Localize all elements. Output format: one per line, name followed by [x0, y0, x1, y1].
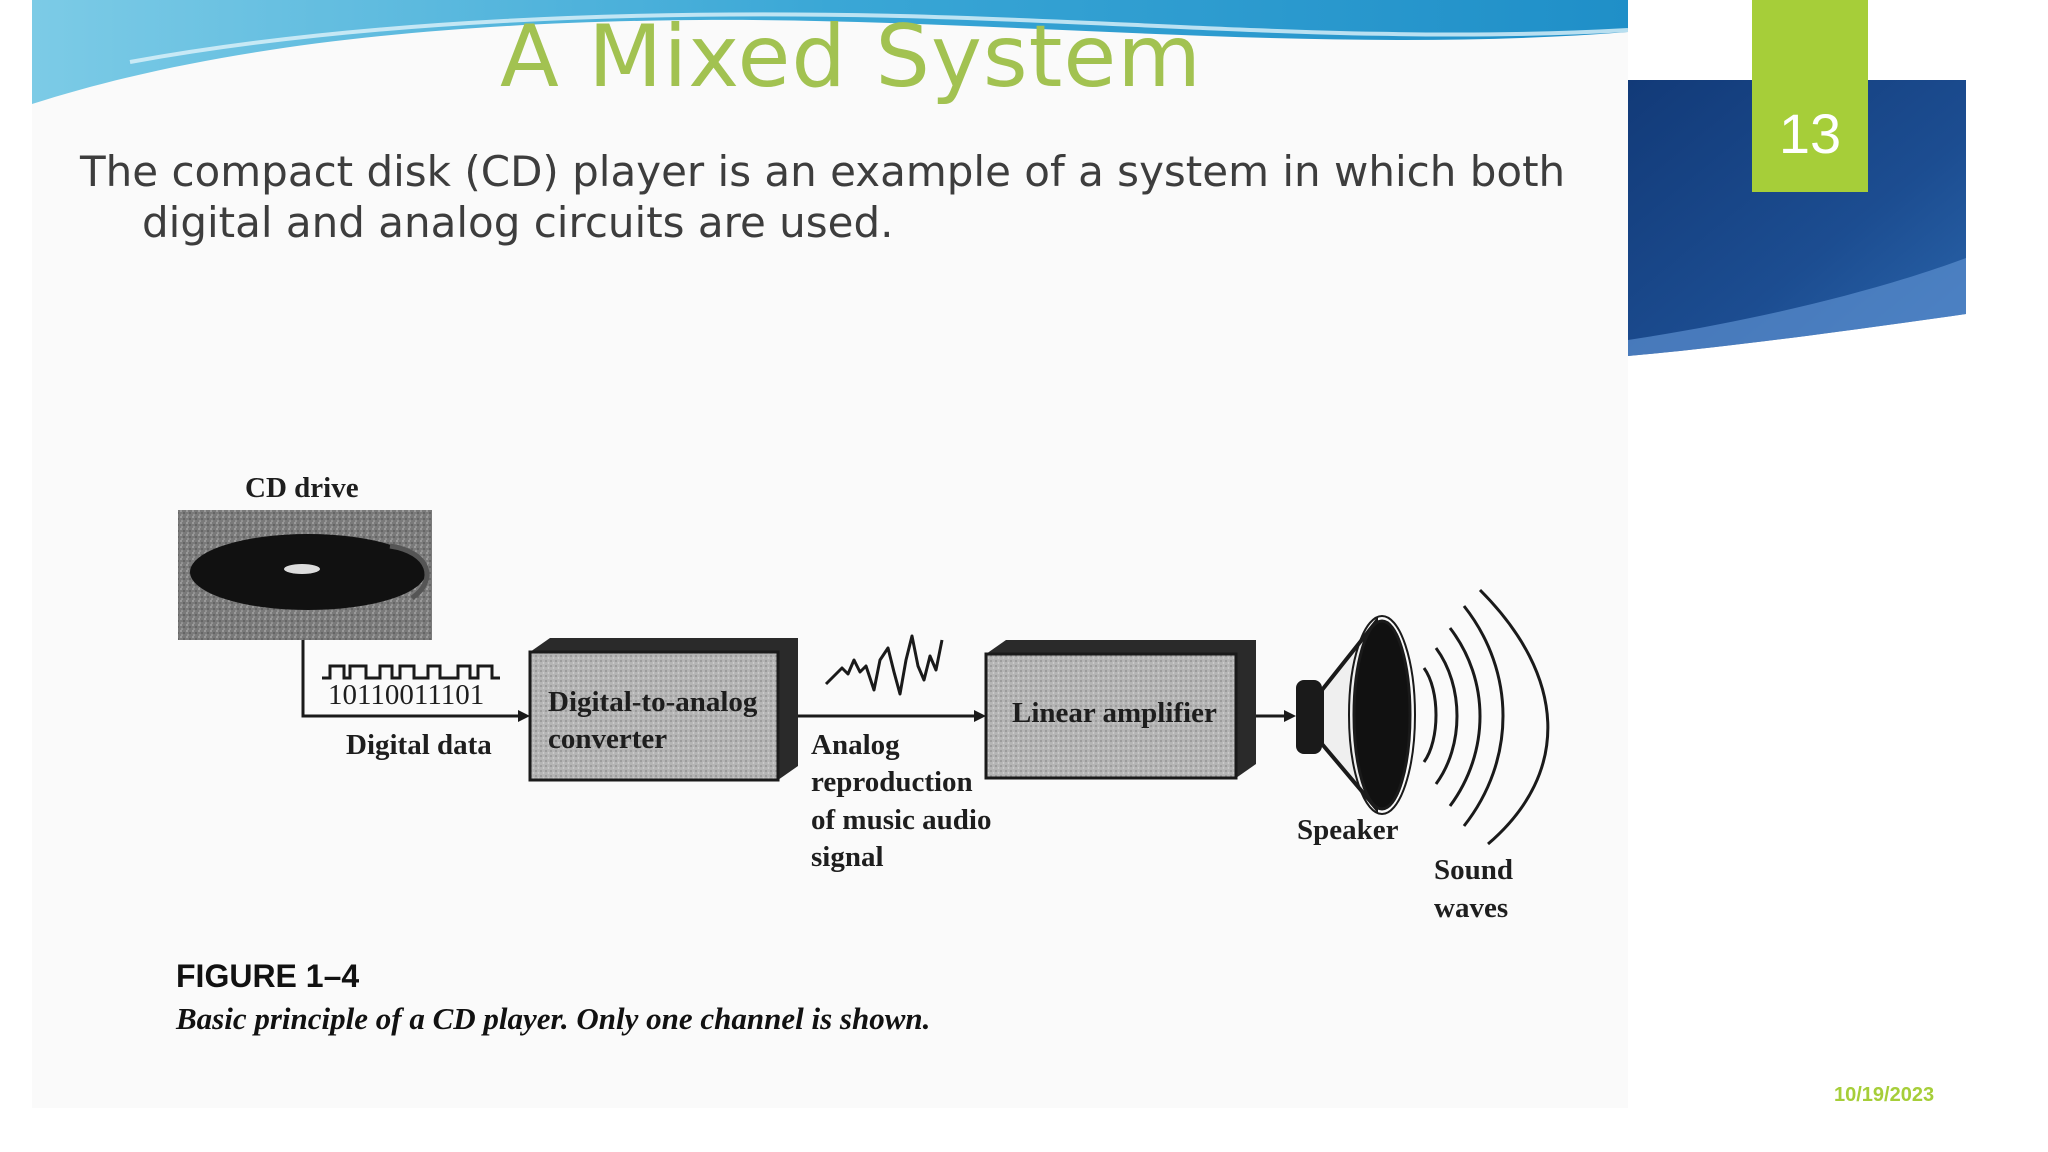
top-wave-highlight — [129, 12, 1629, 64]
sound-waves-label-line1: Sound — [1434, 854, 1513, 886]
speaker-rim — [1348, 615, 1416, 815]
slide-number-badge — [1752, 0, 1868, 192]
amp-box-top — [986, 640, 1256, 654]
analog-waveform-icon — [824, 634, 944, 696]
digital-data-label: Digital data — [346, 729, 492, 761]
navy-block-highlight — [1628, 258, 1966, 356]
speaker-front — [1352, 619, 1412, 811]
slide-title: A Mixed System — [500, 7, 1203, 107]
sound-wave-3 — [1448, 627, 1482, 807]
cd-drive-label: CD drive — [245, 472, 359, 504]
amp-box — [984, 652, 1238, 780]
sound-waves-label-line2: waves — [1434, 892, 1508, 924]
bit-stream-label: 10110011101 — [328, 679, 484, 711]
analog-label-line1: Analog — [811, 729, 900, 761]
arrow-to-speaker — [1284, 710, 1296, 722]
speaker-label: Speaker — [1297, 814, 1399, 846]
cd-disc-edge — [389, 543, 430, 601]
slide-body-text: The compact disk (CD) player is an examp… — [80, 147, 1566, 247]
analog-label-line4: signal — [811, 841, 884, 873]
dac-box-top — [530, 638, 798, 652]
arrow-to-amp — [974, 710, 986, 722]
analog-label-line2: reproduction — [811, 766, 973, 798]
analog-label-line3: of music audio — [811, 804, 991, 836]
amp-box-side — [1236, 640, 1256, 778]
figure-caption-title: FIGURE 1–4 — [176, 958, 360, 994]
sound-wave-2 — [1434, 647, 1459, 785]
speaker-magnet — [1296, 680, 1322, 754]
digital-data-line — [301, 640, 518, 718]
dac-box-side — [778, 638, 798, 780]
sound-wave-1 — [1422, 667, 1438, 763]
slide-date: 10/19/2023 — [1834, 1084, 1935, 1106]
digital-pulse-icon — [322, 664, 500, 680]
dac-label-line2: converter — [548, 723, 667, 755]
dac-box — [528, 650, 780, 782]
arrow-to-dac — [518, 710, 530, 722]
figure-caption-text: Basic principle of a CD player. Only one… — [176, 1001, 931, 1036]
sound-wave-4 — [1462, 605, 1505, 827]
amp-label: Linear amplifier — [1012, 697, 1217, 729]
slide-number: 13 — [1778, 102, 1842, 165]
dac-label-line1: Digital-to-analog — [548, 686, 758, 718]
cd-disc-hole — [284, 564, 320, 574]
sound-wave-5 — [1478, 588, 1550, 846]
